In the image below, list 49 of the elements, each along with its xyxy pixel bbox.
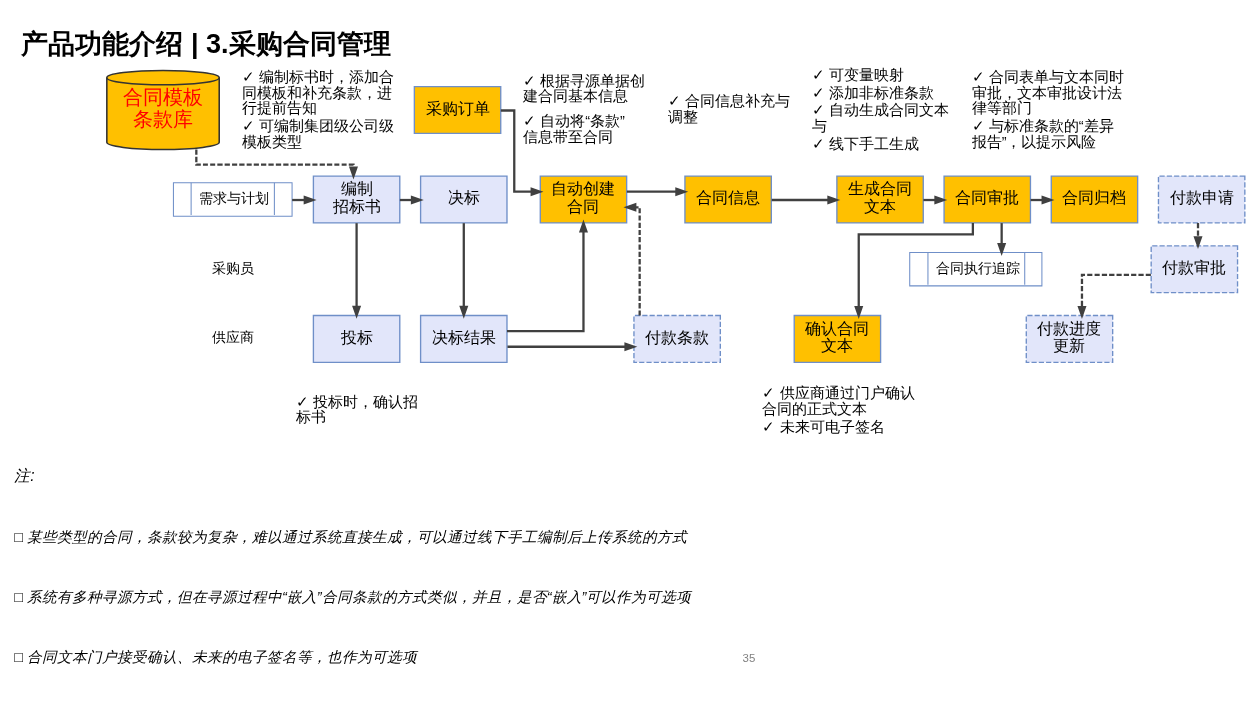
node-box: 编制招标书 (312, 175, 400, 224)
arrow (500, 109, 543, 197)
arrow (853, 222, 974, 319)
arrow (771, 195, 840, 205)
label: □ 系统有多种寻源方式，但在寻源过程中“嵌入”合同条款的方式类似，并且，是否“嵌入”可以作为可选项 (13, 588, 691, 605)
node-box: 决标 (419, 175, 508, 224)
node-box: 合同审批 (942, 175, 1031, 224)
node-box: 付款条款 (632, 314, 721, 364)
arrow (1076, 273, 1151, 319)
arrow (626, 187, 688, 197)
arrow (458, 223, 468, 319)
node-label: ✓ 合同信息补充与调整 (667, 93, 790, 125)
label: 35 (742, 651, 755, 664)
node-box: 付款申请 (1157, 175, 1245, 224)
label: 注: (13, 467, 35, 485)
node-box: 确认合同文本 (793, 314, 881, 364)
node-label: ✓ 投标时，确认招标书 (295, 393, 418, 426)
node-label: ✓ 供应商通过门户确认合同的正式文本 (761, 385, 915, 418)
arrow (351, 223, 361, 319)
node-label: ✓ 与标准条款的“差异报告”，以提示风险 (971, 118, 1114, 150)
node-box: 投标 (312, 314, 400, 364)
node-box: 采购订单 (413, 85, 501, 135)
node-label: ✓ 自动生成合同文本与 (811, 102, 949, 135)
node-label: ✓ 添加非标准条款 (811, 84, 934, 101)
label: 供应商 (211, 330, 254, 346)
label: 采购员 (211, 260, 254, 276)
label: □ 某些类型的合同，条款较为复杂，难以通过系统直接生成，可以通过线下手工编制后上传系统的方式 (13, 528, 687, 545)
node-label: ✓ 未来可电子签名 (761, 418, 885, 435)
node-label: ✓ 线下手工生成 (811, 135, 919, 152)
node-box: 生成合同文本 (835, 175, 924, 224)
node-label: ✓ 自动将“条款”信息带至合同 (522, 113, 625, 145)
arrow (996, 223, 1006, 256)
node-label: ✓ 可编制集团级公司级模板类型 (241, 118, 394, 150)
label: □ 合同文本门户接受确认、未来的电子签名等，也作为可选项 (13, 649, 417, 666)
node-box: 付款审批 (1150, 245, 1238, 294)
arrow (1192, 223, 1203, 250)
node-label: ✓ 编制标书时，添加合同模板和补充条款，进行提前告知 (241, 69, 394, 117)
node-label: ✓ 可变量映射 (811, 67, 904, 84)
diagram-title: 产品功能介绍 | 3.采购合同管理 (20, 29, 391, 60)
node-label: ✓ 根据寻源单据创建合同基本信息 (522, 72, 645, 105)
node-box: 合同归档 (1050, 175, 1138, 224)
node-box: 合同信息 (683, 175, 772, 224)
arrow (622, 202, 641, 316)
node-box: 决标结果 (419, 314, 508, 364)
node-box: 付款进度更新 (1025, 314, 1113, 364)
node-box: 自动创建合同 (539, 175, 627, 224)
arrow (507, 342, 637, 352)
arrow (506, 219, 588, 333)
node-label: ✓ 合同表单与文本同时审批，文本审批设计法律等部门 (971, 69, 1124, 117)
